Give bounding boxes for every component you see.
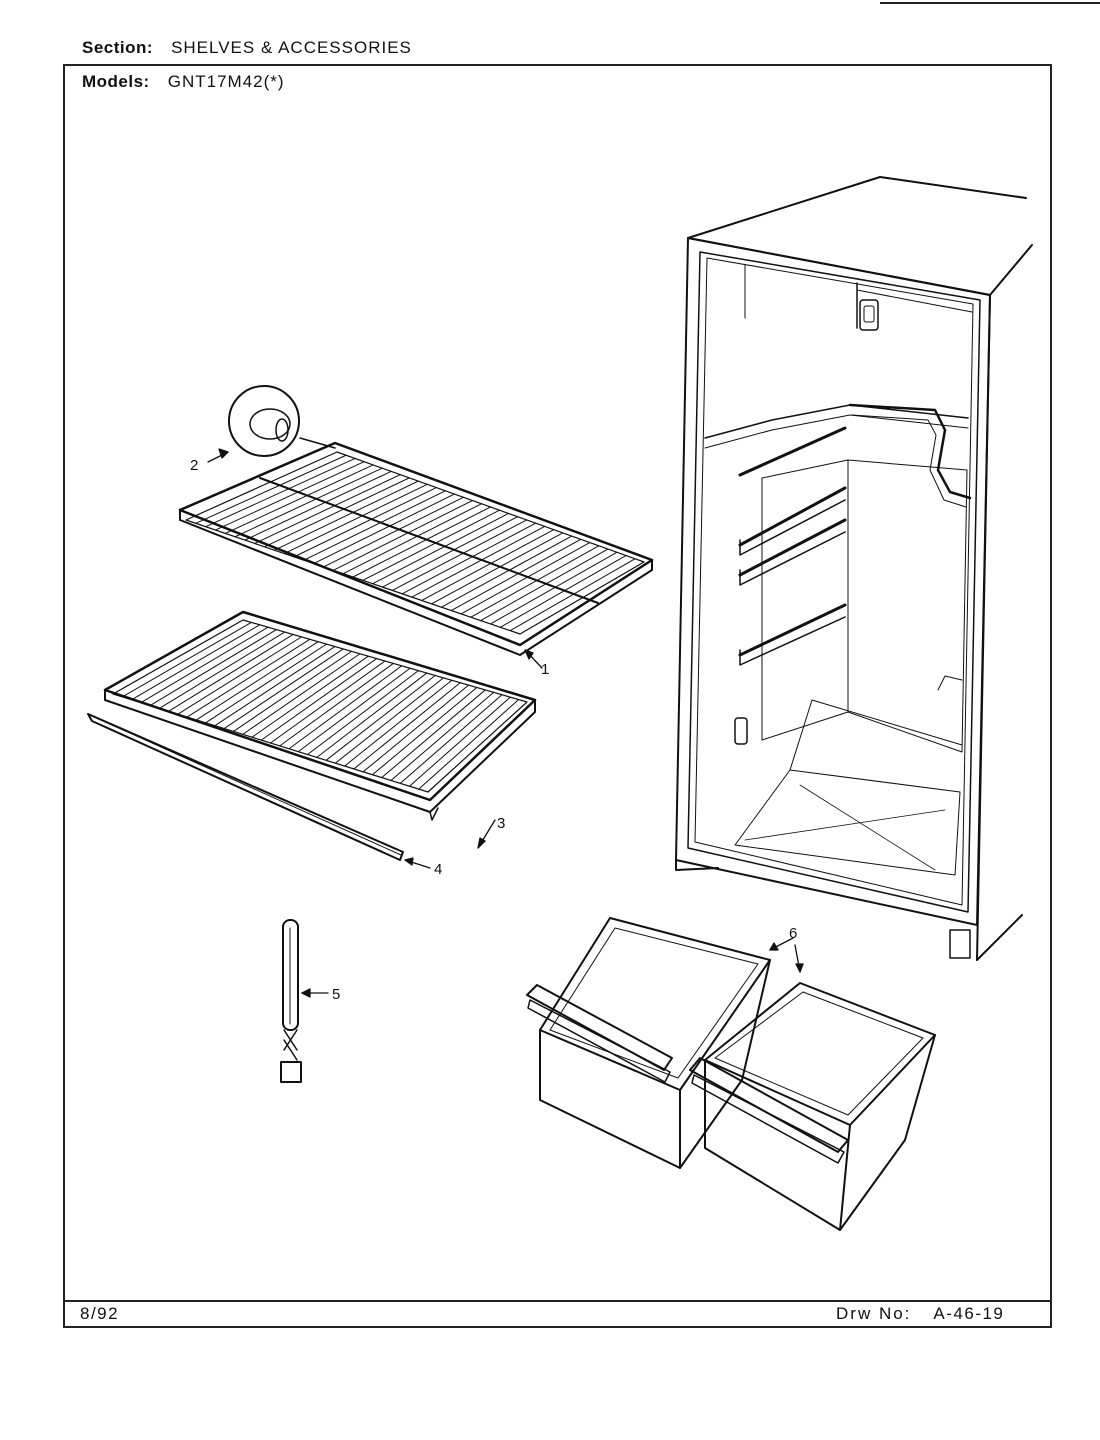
shelf-wire — [421, 529, 555, 601]
shelf-wire — [316, 672, 428, 758]
shelf-wire — [509, 558, 636, 632]
shelf-wire — [344, 679, 453, 767]
shelf-wire — [418, 699, 520, 790]
shelf-wire — [480, 548, 609, 622]
callout-6: 6 — [789, 925, 797, 942]
shelf-wire — [352, 506, 491, 578]
shelf-wire — [288, 665, 403, 750]
shelf-wire — [362, 684, 470, 773]
shelf-wire — [131, 624, 261, 701]
shelf-wire — [158, 631, 286, 709]
shelf-wire — [168, 633, 294, 712]
shelf-wire — [224, 464, 374, 534]
shelf-wire — [223, 648, 344, 730]
refrigerator-cabinet — [675, 176, 1033, 961]
footer-date: 8/92 — [80, 1304, 120, 1323]
shelf-wire — [450, 538, 582, 612]
shelf-wire — [313, 493, 455, 565]
shelf-wire — [177, 636, 302, 715]
footer-rule — [63, 1300, 1052, 1302]
shelf-wire — [490, 551, 618, 625]
shelf-wire — [186, 638, 311, 718]
shelf-wire — [460, 542, 591, 615]
shelf-wire — [323, 496, 464, 568]
callout-5: 5 — [332, 986, 340, 1003]
section-label: Section: — [82, 38, 154, 57]
shelf-wire — [470, 545, 600, 618]
shelf-wire — [121, 621, 252, 698]
callout-4: 4 — [434, 861, 442, 878]
shelf-wire — [325, 674, 436, 761]
shelf-wire — [391, 519, 528, 591]
shelf-wire — [440, 535, 573, 608]
shelf-wire — [251, 655, 369, 738]
shelf-end-cap — [228, 385, 336, 457]
section-header: Section: SHELVES & ACCESSORIES — [82, 38, 412, 58]
shelf-wire — [195, 641, 319, 721]
top-edge-rule — [880, 2, 1100, 4]
shelf-wire — [270, 660, 386, 744]
shelf-wire — [342, 503, 482, 575]
shelf-wire — [499, 555, 627, 628]
shelf-wire — [303, 490, 446, 561]
callout-leaders — [207, 448, 804, 998]
wire-shelf — [178, 441, 654, 656]
shelf-wire — [214, 646, 336, 727]
crisper-drawer-left — [526, 917, 771, 1169]
shelf-wire — [214, 461, 365, 531]
shelf-wire — [149, 629, 277, 707]
shelf-wire — [234, 467, 383, 538]
shelf-wire — [307, 670, 419, 756]
shelf-wire — [264, 477, 410, 548]
shelf-wire — [372, 512, 510, 585]
shelf-wire — [260, 658, 378, 741]
drawing-number-value: A-46-19 — [933, 1304, 1005, 1323]
section-value: SHELVES & ACCESSORIES — [171, 38, 412, 57]
shelf-wire — [195, 454, 347, 524]
models-header: Models: GNT17M42(*) — [82, 72, 285, 92]
light-tube — [280, 919, 302, 1083]
shelf-wire — [381, 516, 519, 588]
shelf-wire — [242, 653, 361, 735]
shelf-wire — [371, 687, 478, 776]
shelf-wire — [205, 643, 328, 724]
shelf-wire — [399, 694, 503, 784]
models-value: GNT17M42(*) — [167, 72, 285, 91]
shelf-wire — [411, 525, 546, 598]
slide-out-shelf — [103, 610, 537, 821]
shelf-wire — [401, 522, 537, 595]
shelf-wire — [332, 500, 473, 571]
callout-2: 2 — [190, 457, 198, 474]
shelf-wire — [293, 487, 437, 558]
shelf-wire — [297, 667, 411, 753]
drawing-number: Drw No: A-46-19 — [836, 1304, 1004, 1324]
shelf-wire — [390, 691, 495, 781]
callout-3: 3 — [497, 815, 505, 832]
shelf-wire — [244, 470, 392, 541]
shelf-wire — [254, 474, 401, 544]
shelf-wire — [408, 696, 511, 787]
shelf-wire — [140, 626, 269, 704]
shelf-wire — [273, 480, 419, 551]
shelf-wire — [362, 509, 501, 581]
shelf-wire — [381, 689, 486, 779]
shelf-wire — [353, 682, 461, 770]
callout-1: 1 — [541, 661, 549, 678]
shelf-wire — [334, 677, 444, 764]
shelf-wire — [283, 483, 428, 555]
shelf-wire — [279, 662, 394, 747]
crisper-drawer-right — [689, 982, 936, 1231]
shelf-wire — [205, 457, 356, 528]
drawing-frame — [63, 64, 1052, 1328]
shelf-wire — [431, 532, 564, 605]
drawing-number-label: Drw No: — [836, 1304, 912, 1323]
models-label: Models: — [82, 72, 150, 91]
shelf-wire — [232, 650, 353, 732]
shelf-trim-strip — [87, 713, 404, 861]
